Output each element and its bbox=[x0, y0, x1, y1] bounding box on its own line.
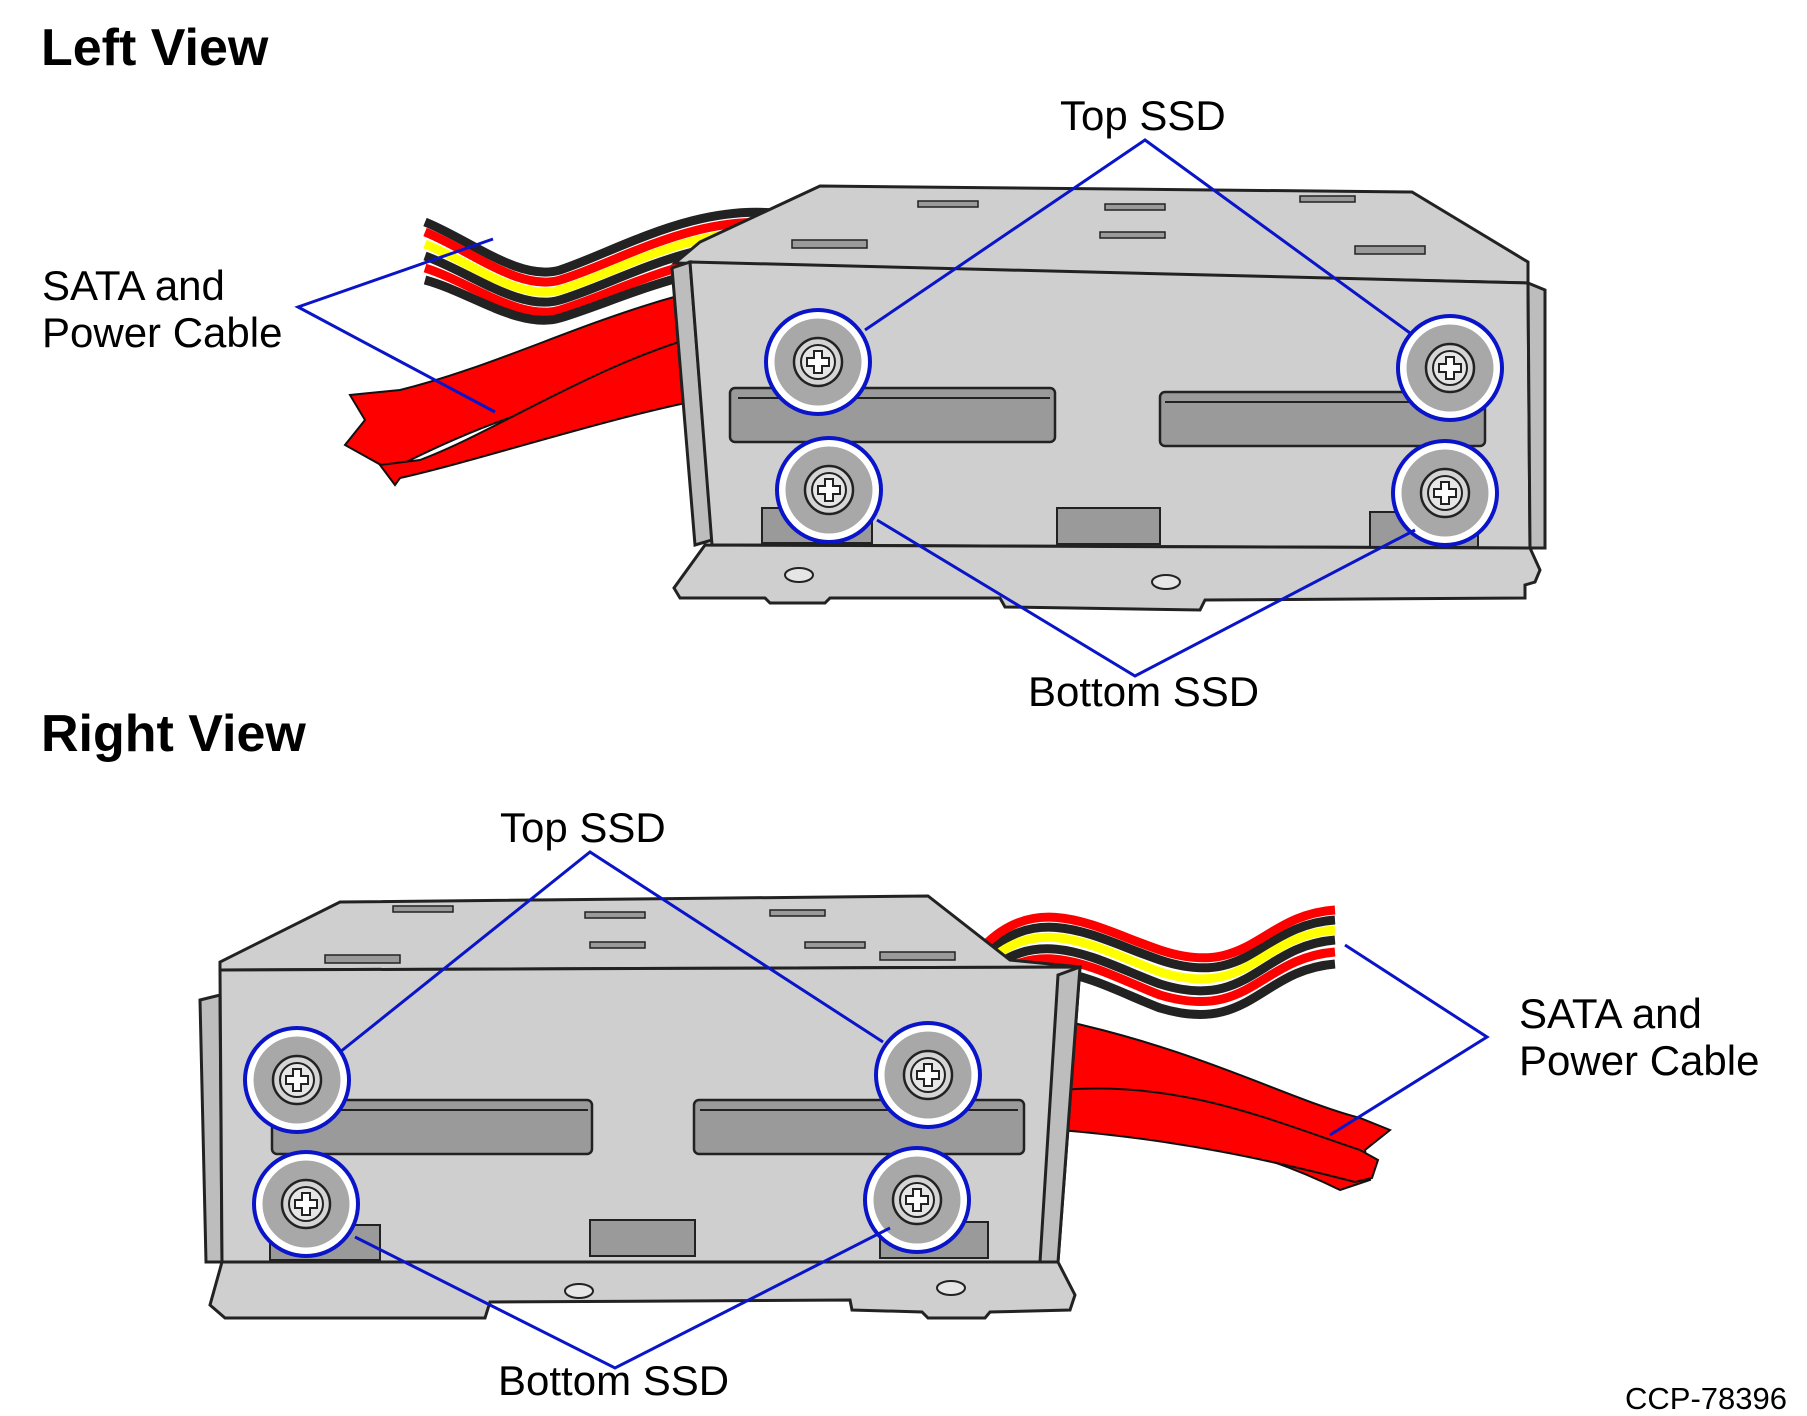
left-top-ssd-screw-1 bbox=[766, 310, 870, 414]
left-bottom-ssd-screw-1 bbox=[777, 438, 881, 542]
left-top-ssd-screw-2 bbox=[1398, 316, 1502, 420]
right-top-ssd-screw-1 bbox=[245, 1028, 349, 1132]
right-callout-lines bbox=[339, 850, 1490, 1370]
right-cable-label: SATA and Power Cable bbox=[1519, 990, 1760, 1085]
left-bottom-ssd-label: Bottom SSD bbox=[1028, 668, 1260, 715]
right-view-figure bbox=[198, 850, 1490, 1370]
right-bottom-ssd-screw-1 bbox=[254, 1152, 358, 1256]
left-view-figure bbox=[294, 138, 1547, 678]
right-top-ssd-screw-2 bbox=[876, 1023, 980, 1127]
left-top-ssd-label: Top SSD bbox=[1060, 92, 1226, 139]
right-bottom-ssd-label: Bottom SSD bbox=[498, 1357, 730, 1404]
right-bottom-ssd-screw-2 bbox=[865, 1148, 969, 1252]
left-callout-lines bbox=[294, 138, 1416, 678]
right-view-heading: Right View bbox=[41, 705, 306, 763]
left-cable-label: SATA and Power Cable bbox=[42, 262, 283, 357]
left-cable-bundle bbox=[343, 207, 791, 487]
left-bottom-ssd-screw-2 bbox=[1393, 441, 1497, 545]
left-view-heading: Left View bbox=[41, 19, 269, 77]
right-top-ssd-label: Top SSD bbox=[500, 804, 666, 851]
